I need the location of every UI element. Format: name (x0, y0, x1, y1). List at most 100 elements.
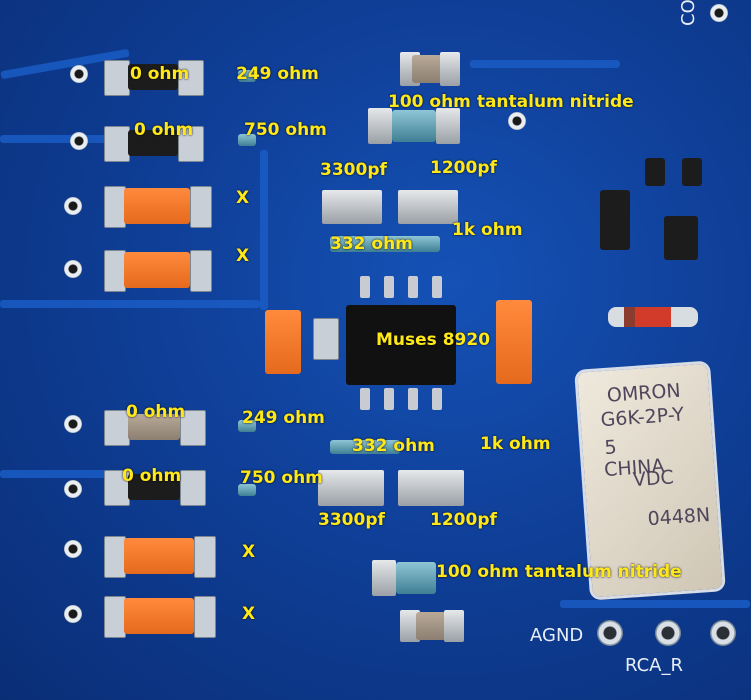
tantalum-capacitor (124, 252, 190, 288)
tantalum-capacitor (124, 188, 190, 224)
label-r2-750ohm: 750 ohm (244, 120, 327, 140)
resistor-249ohm (238, 420, 256, 432)
label-1200pf-bottom: 1200pf (430, 510, 497, 530)
resistor-750ohm (238, 134, 256, 146)
pad (313, 318, 339, 360)
tantalum-nitride-resistor (392, 110, 436, 142)
pad (194, 596, 216, 638)
label-r2-0ohm: 0 ohm (134, 120, 194, 140)
label-x3: X (242, 542, 256, 562)
relay-text: OMRON (606, 379, 682, 407)
label-3300pf-bottom: 3300pf (318, 510, 385, 530)
chip-pin (432, 388, 442, 410)
opamp-chip (346, 305, 456, 385)
tantalum-nitride-resistor (396, 562, 436, 594)
relay-text: G6K-2P-Y (599, 403, 685, 432)
connector-hole (597, 620, 623, 646)
chip-pin (360, 388, 370, 410)
pad (368, 108, 392, 144)
resistor-0ohm (128, 414, 180, 440)
via (64, 260, 82, 278)
via (64, 605, 82, 623)
resistor (645, 158, 665, 186)
pad (180, 410, 206, 446)
trace (0, 470, 120, 478)
capacitor-3300pf (318, 470, 384, 506)
pad (194, 536, 216, 578)
tantalum-capacitor (265, 310, 301, 374)
pad (104, 596, 126, 638)
pad (104, 126, 130, 162)
pad (400, 610, 420, 642)
chip-pin (360, 276, 370, 298)
label-tantalum-top: 100 ohm tantalum nitride (388, 92, 634, 112)
pad (440, 52, 460, 86)
chip-pin (408, 276, 418, 298)
capacitor-1200pf (398, 190, 458, 224)
pad (104, 60, 130, 96)
pad (372, 560, 396, 596)
label-x1: X (236, 188, 250, 208)
tantalum-capacitor (124, 538, 194, 574)
relay-text: CHINA (603, 454, 666, 482)
pad (104, 536, 126, 578)
pad (190, 250, 212, 292)
capacitor-3300pf (322, 190, 382, 224)
resistor (600, 190, 630, 250)
via (64, 415, 82, 433)
label-3300pf-top: 3300pf (320, 160, 387, 180)
silkscreen-rca-r: RCA_R (625, 655, 683, 676)
label-1kohm-top: 1k ohm (452, 220, 523, 240)
tantalum-capacitor (496, 300, 532, 384)
via (508, 112, 526, 130)
trace (560, 600, 750, 608)
connector-hole (655, 620, 681, 646)
label-r1-0ohm: 0 ohm (130, 64, 190, 84)
trace (0, 135, 110, 143)
label-r3-249ohm: 249 ohm (242, 408, 325, 428)
label-332ohm-top: 332 ohm (330, 234, 413, 254)
label-r3-0ohm: 0 ohm (126, 402, 186, 422)
pad (444, 610, 464, 642)
label-1kohm-bottom: 1k ohm (480, 434, 551, 454)
capacitor-1200pf (398, 470, 464, 506)
resistor-0ohm (128, 64, 178, 90)
label-x4: X (242, 604, 256, 624)
silkscreen-agnd: AGND (530, 625, 584, 646)
pad (190, 186, 212, 228)
label-tantalum-bottom: 100 ohm tantalum nitride (436, 562, 682, 582)
pad (178, 126, 204, 162)
via (64, 197, 82, 215)
label-1200pf-top: 1200pf (430, 158, 497, 178)
pad (104, 186, 126, 228)
label-r4-750ohm: 750 ohm (240, 468, 323, 488)
relay-text: 5 (603, 436, 618, 460)
resistor-0ohm (128, 474, 180, 500)
via (710, 4, 728, 22)
label-x2: X (236, 246, 250, 266)
resistor-332ohm (330, 236, 440, 252)
transistor (664, 216, 698, 260)
tantalum-capacitor (124, 598, 194, 634)
trace (260, 150, 268, 310)
label-r4-0ohm: 0 ohm (122, 466, 182, 486)
resistor-0ohm (128, 130, 178, 156)
trace (470, 60, 620, 68)
label-chip: Muses 8920 (376, 330, 491, 350)
via (64, 540, 82, 558)
pad (178, 60, 204, 96)
resistor (682, 158, 702, 186)
pad (104, 250, 126, 292)
capacitor (416, 612, 446, 640)
label-332ohm-bottom: 332 ohm (352, 436, 435, 456)
relay-text: 0448N (646, 503, 711, 531)
chip-pin (432, 276, 442, 298)
chip-pin (384, 388, 394, 410)
chip-pin (408, 388, 418, 410)
resistor-249ohm (238, 70, 256, 82)
trace (0, 300, 260, 308)
diode (608, 307, 698, 327)
pad (436, 108, 460, 144)
resistor-750ohm (238, 484, 256, 496)
